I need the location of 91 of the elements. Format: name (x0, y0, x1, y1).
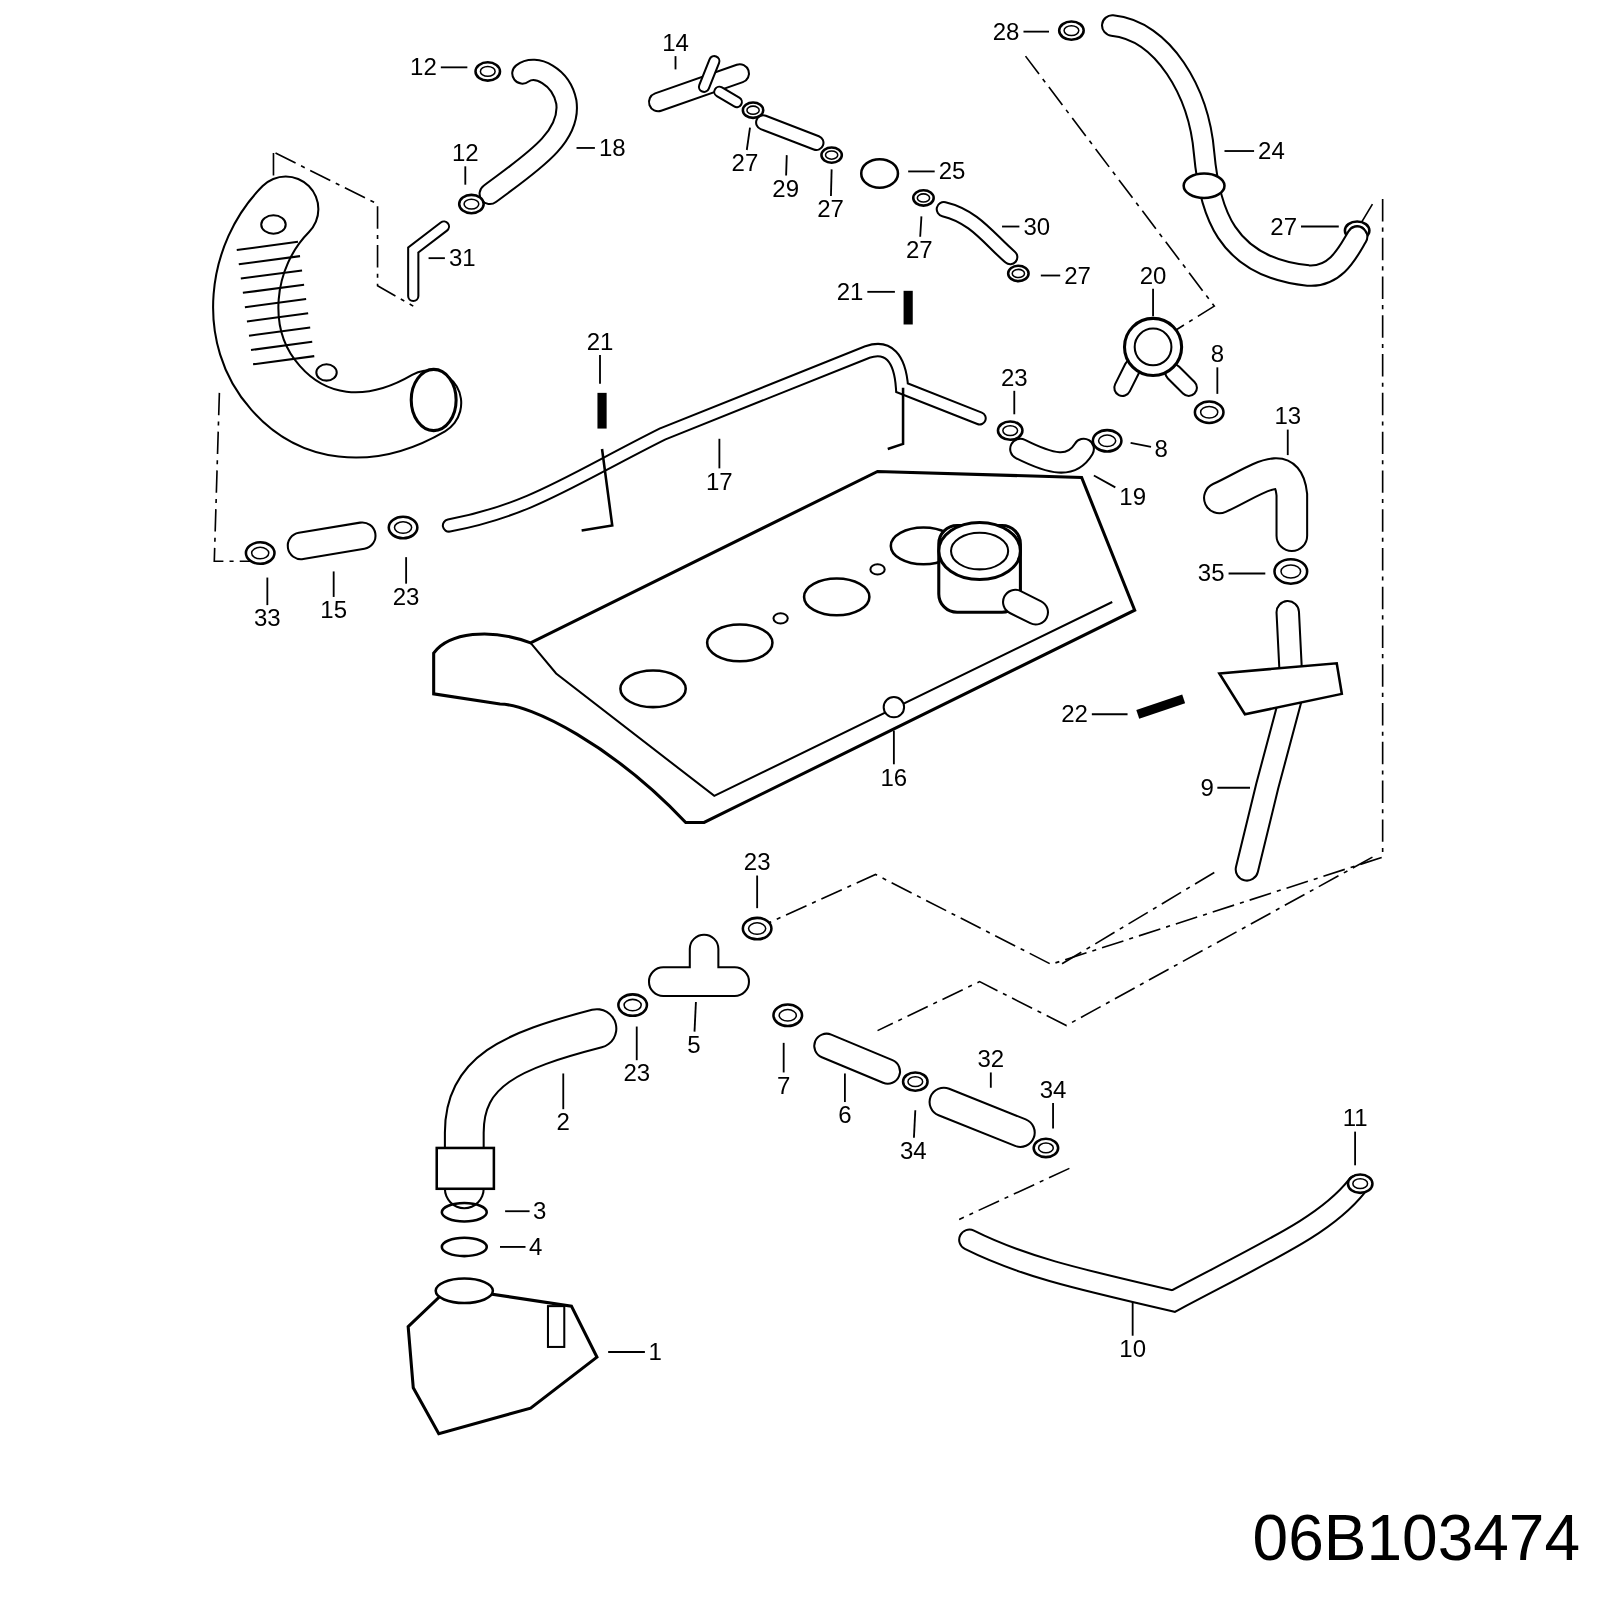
callout-number: 6 (838, 1103, 852, 1128)
callout-number: 12 (410, 55, 437, 80)
callout-number: 16 (880, 765, 908, 790)
leader-line (1300, 225, 1340, 228)
leader-line (1013, 389, 1016, 416)
leader-line (607, 1351, 646, 1353)
callout-number: 5 (687, 1032, 701, 1057)
leader-line (464, 165, 467, 186)
callout-number: 27 (906, 238, 933, 262)
callout-number: 22 (1061, 702, 1088, 727)
leader-line (785, 154, 788, 177)
leader-line (1039, 274, 1062, 277)
callout-number: 7 (777, 1073, 791, 1098)
callout-number: 11 (1342, 1106, 1368, 1131)
callout-number: 2 (556, 1110, 570, 1135)
callout-number: 4 (529, 1234, 543, 1259)
callout-number: 30 (1023, 214, 1051, 239)
callout-number: 23 (623, 1061, 651, 1086)
callout-number: 19 (1119, 484, 1146, 509)
leader-line (830, 168, 833, 197)
callout-number: 8 (1154, 436, 1168, 461)
leader-line (866, 290, 896, 293)
leader-line (1354, 1130, 1356, 1167)
callout-number: 24 (1258, 139, 1285, 163)
leader-line (1216, 786, 1251, 789)
callout-number: 10 (1119, 1336, 1146, 1361)
leader-line (745, 126, 751, 151)
leader-line (1216, 366, 1219, 395)
leader-line (1152, 287, 1154, 318)
leader-line (756, 874, 759, 910)
leader-line (693, 1001, 697, 1033)
callout-number: 15 (320, 598, 347, 623)
leader-line (718, 437, 721, 470)
callout-number: 33 (254, 606, 281, 631)
leader-line (266, 576, 269, 606)
leader-line (1001, 225, 1021, 228)
leader-line (1129, 441, 1152, 448)
leader-line (989, 1071, 992, 1089)
callout-number: 27 (1064, 263, 1091, 288)
leader-line (674, 55, 677, 71)
callout-number: 27 (817, 197, 844, 222)
leader-line (913, 1109, 917, 1139)
callout-number: 18 (598, 135, 626, 160)
leader-line (332, 570, 335, 598)
leader-line (562, 1072, 565, 1111)
leader-line (1227, 572, 1267, 575)
leader-line (575, 147, 596, 149)
callout-number: 27 (731, 151, 759, 176)
callout-number: 31 (448, 246, 476, 271)
leader-line (1022, 30, 1050, 33)
leader-line (844, 1072, 846, 1103)
callout-number: 21 (836, 279, 864, 304)
leader-line (1223, 150, 1255, 152)
callout-number: 27 (1270, 214, 1297, 239)
callout-number: 23 (743, 850, 771, 875)
callout-number: 12 (451, 141, 479, 166)
callout-number: 25 (938, 159, 966, 184)
leader-line (1286, 428, 1289, 457)
leader-line (439, 66, 469, 69)
leader-line (919, 215, 923, 238)
callout-number: 3 (533, 1199, 547, 1224)
leader-line (1052, 1102, 1054, 1130)
callout-number: 23 (1000, 365, 1028, 390)
callout-number: 23 (392, 584, 420, 609)
callout-number: 21 (586, 329, 614, 354)
leader-line (1092, 474, 1117, 489)
callout-number: 34 (899, 1139, 927, 1163)
leader-line (907, 170, 936, 173)
leader-line (504, 1210, 531, 1213)
callout-number: 17 (706, 469, 733, 494)
callout-number: 28 (992, 19, 1020, 44)
leader-line (892, 729, 895, 766)
leader-line (635, 1025, 638, 1062)
leader-line (599, 354, 601, 385)
callout-number: 34 (1039, 1077, 1067, 1102)
callout-number: 1 (648, 1340, 662, 1365)
callout-number: 9 (1200, 775, 1214, 800)
leader-line (1090, 713, 1129, 716)
callout-number: 29 (772, 176, 800, 201)
part-number: 06B103474 (1252, 1506, 1580, 1570)
leader-line (1131, 1301, 1134, 1337)
callout-number: 32 (977, 1047, 1005, 1072)
leader-line (405, 556, 408, 585)
callout-number: 13 (1274, 404, 1302, 429)
callout-number: 35 (1197, 561, 1225, 586)
callout-number: 20 (1139, 263, 1167, 288)
leader-line (782, 1041, 785, 1074)
callout-number: 14 (662, 30, 689, 55)
leader-line (499, 1246, 527, 1248)
callout-number: 8 (1210, 342, 1224, 367)
leader-line (427, 257, 446, 260)
